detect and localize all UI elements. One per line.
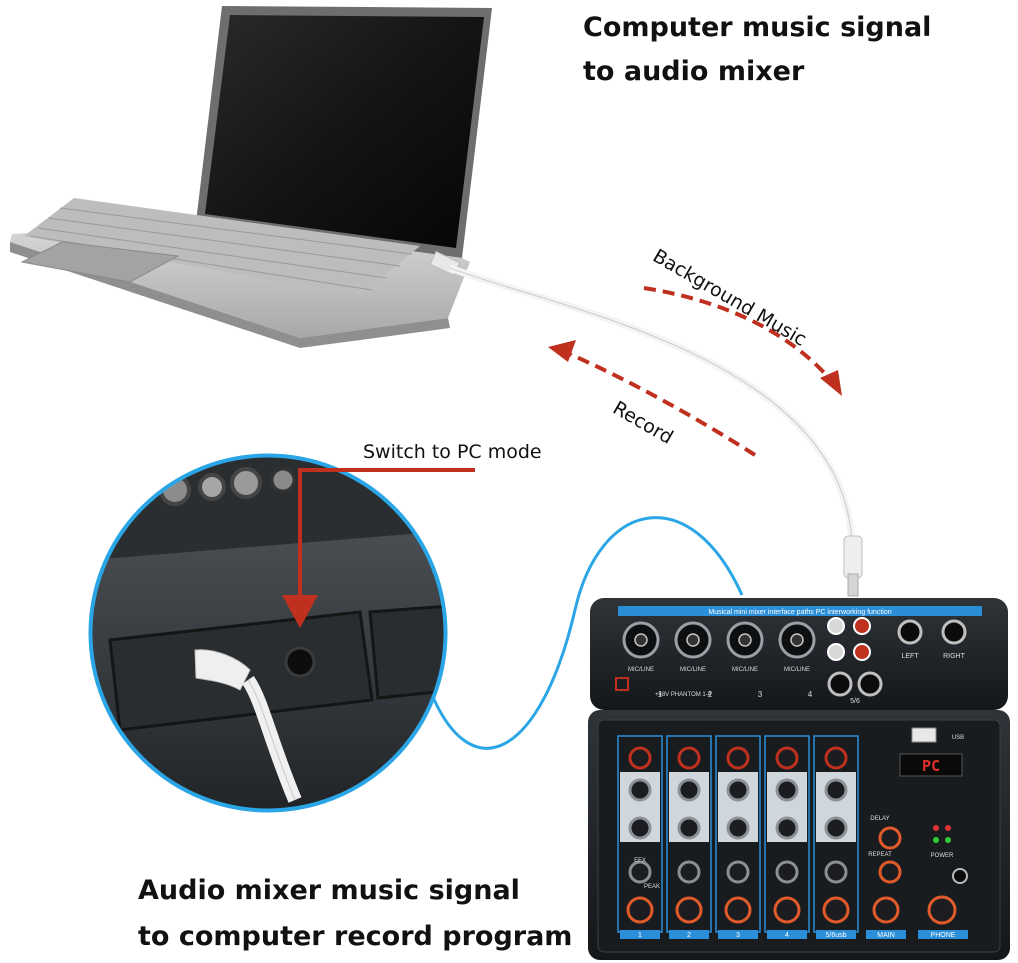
mixer-ch1-number: 1 — [658, 690, 663, 699]
mixer-efx-label: EFX — [634, 858, 646, 864]
switch-pc-mode-label: Switch to PC mode — [363, 441, 542, 463]
mixer-ch3-number: 3 — [758, 690, 763, 699]
top-caption-line1: Computer music signal — [583, 12, 932, 43]
mixer-display-text: PC — [922, 757, 940, 775]
bottom-caption-line1: Audio mixer music signal — [138, 875, 520, 906]
pc-mode-switch — [284, 646, 316, 678]
mixer-repeat-label: REPEAT — [868, 852, 892, 858]
laptop-screen — [205, 15, 484, 248]
mixer-peak-label: PEAK — [644, 884, 660, 890]
mixer-banner-bar — [618, 606, 982, 616]
mixer-output-right: RIGHT — [943, 653, 966, 660]
background-music-arrow — [643, 286, 837, 387]
channel-strips — [617, 735, 968, 939]
connector-line — [428, 516, 744, 750]
mixer-power-label: POWER — [931, 853, 954, 859]
mixer-strip-phone: PHONE — [931, 932, 956, 939]
output-jacks — [827, 619, 967, 697]
mixer-strip-5: 5/6usb — [825, 932, 846, 939]
mixer-ch4-number: 4 — [808, 690, 813, 699]
mixer-stereo-label: 5/6 — [850, 698, 860, 705]
mixer-banner-text: Musical mini mixer interface paths PC in… — [708, 609, 891, 616]
top-caption: Computer music signal to audio mixer — [583, 6, 931, 94]
laptop-keyboard — [24, 198, 420, 296]
zoom-callout — [88, 453, 475, 813]
mixer-phantom-label: +48V PHANTOM 1-4 — [655, 692, 712, 698]
mixer-strip-1: 1 — [638, 932, 642, 939]
laptop — [10, 6, 492, 348]
mixer-ch4-input: MIC/LINE — [784, 667, 810, 673]
mixer-ch3-input: MIC/LINE — [732, 667, 758, 673]
audio-mixer — [588, 598, 1010, 960]
mixer-strip-main: MAIN — [877, 932, 895, 939]
bottom-caption: Audio mixer music signal to computer rec… — [138, 868, 572, 960]
mixer-ch1-input: MIC/LINE — [628, 667, 654, 673]
mixer-strip-2: 2 — [687, 932, 691, 939]
mixer-strip-3: 3 — [736, 932, 740, 939]
callout-pointer — [298, 468, 475, 600]
rca-jacks — [827, 617, 871, 661]
mixer-usb-label: USB — [952, 735, 964, 741]
record-arrow — [564, 350, 757, 457]
mixer-ch2-input: MIC/LINE — [680, 667, 706, 673]
mixer-strip-4: 4 — [785, 932, 789, 939]
laptop-touchpad — [20, 241, 180, 283]
bottom-caption-line2: to computer record program — [138, 921, 573, 952]
mixer-output-left: LEFT — [901, 653, 919, 660]
mixer-ch2-number: 2 — [708, 690, 713, 699]
top-caption-line2: to audio mixer — [583, 56, 805, 87]
mixer-display — [899, 753, 963, 777]
mixer-delay-label: DELAY — [870, 816, 889, 822]
